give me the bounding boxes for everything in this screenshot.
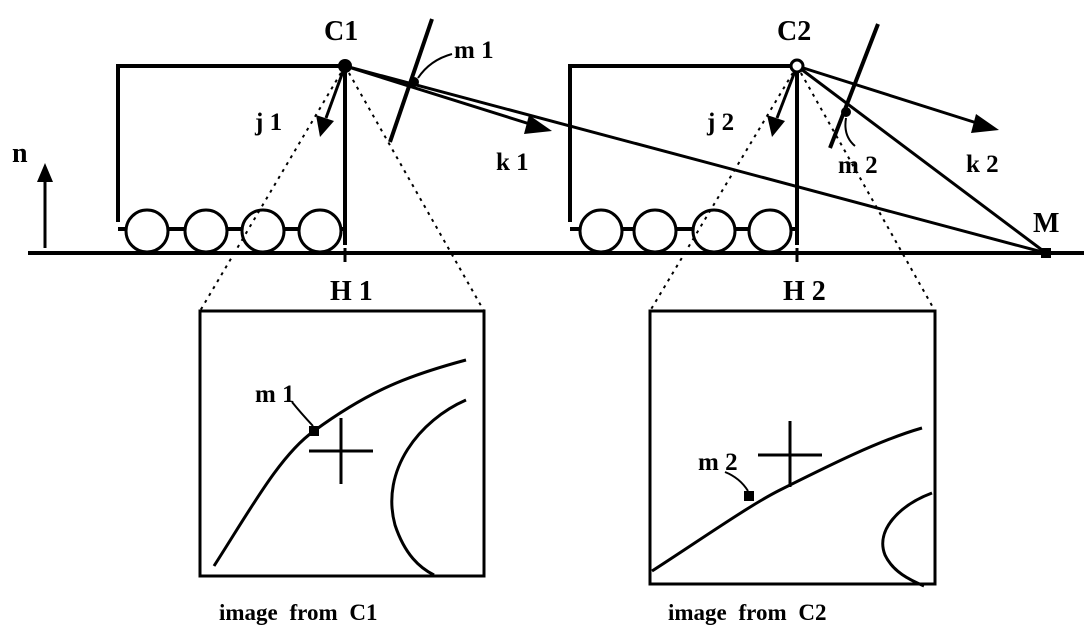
image-plane-2 xyxy=(828,23,880,149)
rays-to-m xyxy=(344,64,1047,255)
label-c1: C1 xyxy=(324,16,358,47)
wheel xyxy=(747,208,793,254)
view-frustum-c2 xyxy=(649,65,936,312)
inset2-curve-secondary xyxy=(881,491,933,588)
caption-image-c2: image from C2 xyxy=(668,600,826,625)
view-frustum-c1 xyxy=(199,65,485,312)
point-m2 xyxy=(841,107,851,117)
inset1-point-m1 xyxy=(309,426,319,436)
inset-image-c2: m 2 xyxy=(648,309,937,588)
vector-j1 xyxy=(316,65,347,137)
leader-m1 xyxy=(417,53,453,79)
wheel xyxy=(578,208,624,254)
vector-k2 xyxy=(796,64,999,133)
inset1-curve-secondary xyxy=(390,398,467,577)
label-m1: m 1 xyxy=(454,37,494,64)
vehicle-1 xyxy=(116,64,347,262)
point-m1 xyxy=(409,77,419,87)
wheel xyxy=(632,208,678,254)
label-m2: m 2 xyxy=(838,152,878,179)
vector-j2 xyxy=(767,65,799,137)
label-n: n xyxy=(12,138,28,169)
label-h2: H 2 xyxy=(783,276,826,307)
camera-c2-point xyxy=(789,58,805,74)
inset1-leader-m1 xyxy=(291,401,314,427)
vector-k1 xyxy=(344,64,552,134)
inset2-label-m2: m 2 xyxy=(698,449,738,476)
camera-c1-point xyxy=(338,59,352,73)
label-M: M xyxy=(1033,208,1059,239)
label-j2: j 2 xyxy=(706,109,734,136)
label-k1: k 1 xyxy=(496,149,529,176)
leader-m2 xyxy=(844,117,856,147)
label-c2: C2 xyxy=(777,16,811,47)
wheel xyxy=(183,208,229,254)
wheel xyxy=(240,208,286,254)
wheel xyxy=(691,208,737,254)
inset1-label-m1: m 1 xyxy=(255,381,295,408)
inset2-curve-main xyxy=(651,426,923,573)
normal-vector-n xyxy=(37,163,53,248)
wheel xyxy=(297,208,343,254)
inset-image-c1: m 1 xyxy=(198,309,486,578)
point-M xyxy=(1041,248,1051,258)
inset2-point-m2 xyxy=(744,491,754,501)
inset2-leader-m2 xyxy=(724,471,749,492)
label-j1: j 1 xyxy=(254,109,282,136)
wheel xyxy=(124,208,170,254)
label-k2: k 2 xyxy=(966,151,999,178)
label-h1: H 1 xyxy=(330,276,373,307)
caption-image-c1: image from C1 xyxy=(219,600,377,625)
vehicle-2 xyxy=(568,64,799,262)
